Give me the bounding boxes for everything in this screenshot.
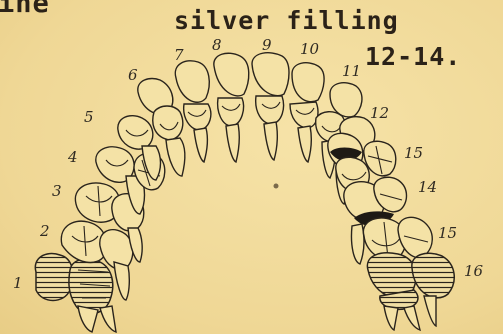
- tooth-number-2: 2: [39, 222, 50, 240]
- tooth-number-12: 12: [370, 104, 389, 122]
- tooth-number-14: 14: [418, 178, 437, 196]
- paper-speck: [274, 184, 279, 189]
- tooth-number-1: 1: [13, 274, 23, 292]
- tooth-9-crown: [252, 53, 289, 160]
- tooth-number-4: 4: [67, 148, 78, 166]
- tooth-number-6: 6: [128, 66, 138, 84]
- tooth-number-8: 8: [212, 36, 222, 54]
- tooth-number-11: 11: [342, 62, 361, 80]
- tooth-number-9: 9: [262, 36, 272, 54]
- tooth-1-crown: [35, 254, 116, 332]
- tooth-number-3: 3: [52, 182, 62, 200]
- tooth-16-crown: [367, 253, 454, 330]
- tooth-number-10: 10: [300, 40, 320, 58]
- tooth-number-15-upper: 15: [404, 144, 423, 162]
- tooth-number-5: 5: [84, 108, 94, 126]
- tooth-number-7: 7: [174, 46, 184, 64]
- tooth-number-15-lower: 15: [438, 224, 457, 242]
- tooth-10-crown: [290, 63, 324, 162]
- tooth-number-16: 16: [464, 262, 484, 280]
- tooth-8-crown: [214, 53, 249, 162]
